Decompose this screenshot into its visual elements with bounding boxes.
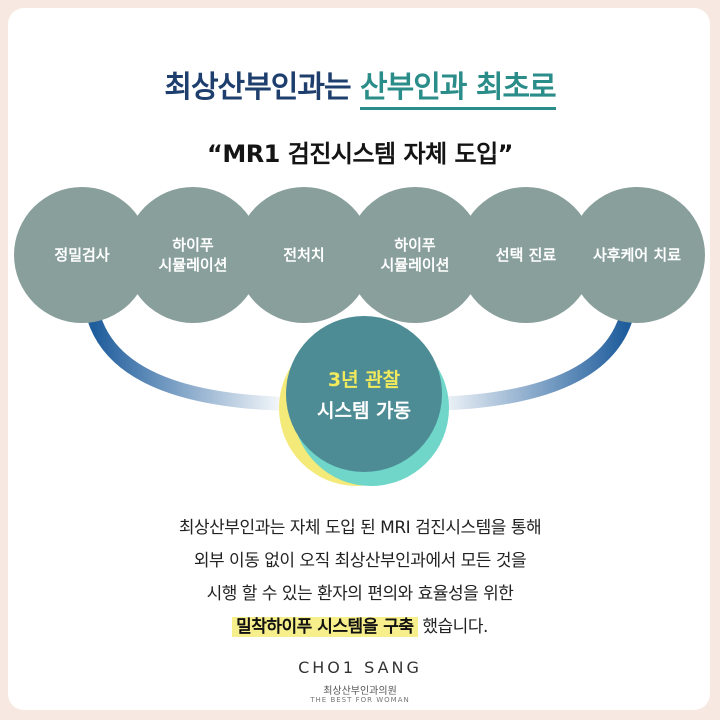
description: 최상산부인과는 자체 도입 된 MRI 검진시스템을 통해 외부 이동 없이 오… (0, 512, 720, 644)
brand-tagline: THE BEST FOR WOMAN (310, 696, 410, 704)
step-label-6: 사후케어 치료 (592, 245, 682, 264)
title-part-1: 최상산부인과는 (164, 70, 360, 105)
title-part-2: 산부인과 최초로 (360, 70, 557, 110)
center-circle: 3년 관찰 시스템 가동 (286, 316, 442, 472)
step-label-1: 정밀검사 (54, 245, 110, 264)
step-label-2: 하이푸 시뮬레이션 (158, 235, 228, 274)
brand-logo: CHO1 SANG (298, 658, 422, 677)
page-subtitle: “MR1 검진시스템 자체 도입” (207, 140, 513, 168)
page-title: 최상산부인과는 산부인과 최초로 (0, 62, 720, 110)
center-line-2: 시스템 가동 (316, 400, 411, 422)
right-arc (423, 311, 633, 411)
center-badge: 3년 관찰 시스템 가동 (279, 316, 449, 486)
description-line-2: 외부 이동 없이 오직 최상산부인과에서 모든 것을 (193, 551, 527, 571)
description-line-4-tail: 했습니다. (417, 617, 488, 637)
step-label-3: 전처치 (283, 245, 325, 264)
step-label-5: 선택 진료 (495, 245, 557, 264)
center-line-1: 3년 관찰 (327, 369, 401, 391)
step-circle-6: 사후케어 치료 (569, 187, 705, 323)
description-line-3: 시행 할 수 있는 환자의 편의와 효율성을 위한 (206, 584, 514, 604)
description-line-4: 밀착하이푸 시스템을 구축 했습니다. (0, 611, 720, 644)
brand-korean-name: 최상산부인과의원 (323, 686, 397, 697)
step-label-4: 하이푸 시뮬레이션 (380, 235, 450, 274)
left-arc (87, 311, 297, 411)
description-line-1: 최상산부인과는 자체 도입 된 MRI 검진시스템을 통해 (178, 518, 542, 538)
highlight-text: 밀착하이푸 시스템을 구축 (232, 617, 418, 637)
